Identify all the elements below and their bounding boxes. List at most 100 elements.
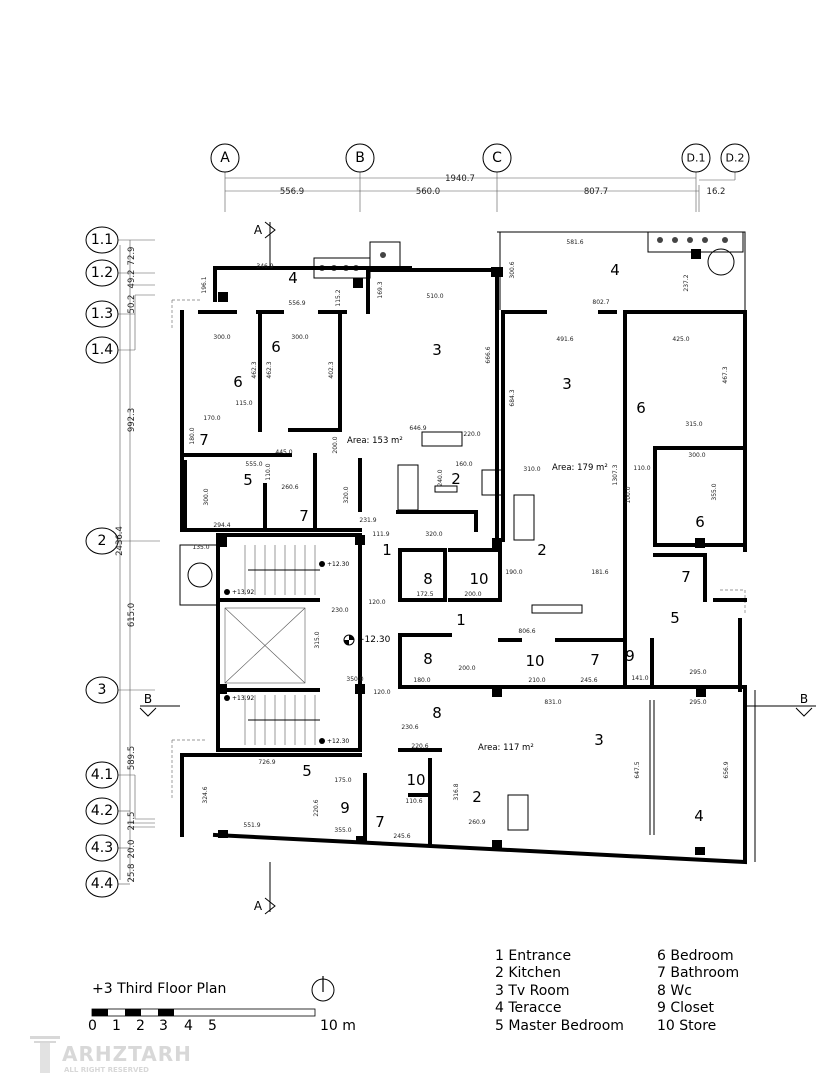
plan-label: 806.6 bbox=[518, 628, 535, 635]
plan-mark bbox=[85, 226, 119, 254]
plan-label: 10 bbox=[525, 652, 544, 670]
plan-label: 110.0 bbox=[633, 465, 650, 472]
plan-label: 8 Wc bbox=[657, 983, 692, 999]
plan-label: 220.6 bbox=[313, 799, 320, 816]
plan-label: 1307.3 bbox=[612, 464, 619, 485]
plan-label: 1 Entrance bbox=[495, 948, 571, 964]
plan-label: 3 bbox=[594, 731, 604, 749]
plan-label: 1940.7 bbox=[445, 174, 475, 184]
plan-mark bbox=[180, 688, 747, 865]
plan-label: 240.0 bbox=[437, 469, 444, 486]
plan-mark bbox=[171, 739, 205, 800]
plan-mark bbox=[85, 870, 119, 898]
plan-label: 324.6 bbox=[202, 786, 209, 803]
plan-label: +13.92 bbox=[232, 695, 254, 702]
plan-label: 320.0 bbox=[343, 486, 350, 503]
plan-label: 6 bbox=[695, 513, 705, 531]
plan-label: 7 bbox=[681, 568, 691, 586]
plan-label: 49.2 bbox=[127, 270, 137, 289]
plan-mark bbox=[216, 533, 362, 752]
plan-label: 260.9 bbox=[468, 819, 485, 826]
plan-label: 3 bbox=[98, 682, 107, 698]
plan-label: 2436.4 bbox=[115, 526, 125, 556]
plan-label: 110.6 bbox=[405, 798, 422, 805]
plan-label: B bbox=[144, 692, 152, 706]
plan-label: 230.0 bbox=[331, 607, 348, 614]
plan-label: 190.0 bbox=[505, 569, 522, 576]
plan-label: D.1 bbox=[687, 152, 706, 165]
column-bubbles: A B C D.1 D.2 bbox=[210, 143, 750, 173]
plan-label: 172.5 bbox=[416, 591, 433, 598]
walls bbox=[180, 266, 747, 865]
plan-mark bbox=[217, 684, 227, 694]
stairs-and-lift bbox=[224, 545, 320, 745]
plan-label: 2 bbox=[472, 788, 482, 806]
plan-label: 4 Teracce bbox=[495, 1000, 562, 1016]
plan-mark bbox=[497, 231, 746, 310]
plan-label: 3 bbox=[562, 375, 572, 393]
plan-label: 666.6 bbox=[485, 346, 492, 363]
plan-label: 300.6 bbox=[509, 261, 516, 278]
plan-mark bbox=[224, 545, 316, 745]
plan-mark bbox=[264, 221, 276, 239]
plan-label: 9 Closet bbox=[657, 1000, 714, 1016]
plan-label: 350.0 bbox=[346, 676, 363, 683]
plan-label: 9 bbox=[340, 799, 350, 817]
plan-label: 425.0 bbox=[672, 336, 689, 343]
plan-label: 551.9 bbox=[243, 822, 260, 829]
plan-mark bbox=[355, 535, 365, 545]
plan-label: 4 bbox=[694, 807, 704, 825]
plan-label: 7 bbox=[590, 651, 600, 669]
plan-label: 10 Store bbox=[657, 1018, 716, 1034]
plan-mark bbox=[356, 836, 366, 844]
plan-label: 6 bbox=[636, 399, 646, 417]
plan-mark bbox=[344, 635, 354, 645]
structural-columns bbox=[217, 249, 706, 855]
plan-mark bbox=[34, 1041, 56, 1043]
plan-label: 5 bbox=[302, 762, 312, 780]
plan-label: 5 bbox=[670, 609, 680, 627]
plan-mark bbox=[720, 589, 746, 615]
scale-bar: 0 1 2 3 4 5 10 m bbox=[88, 1008, 356, 1034]
plan-label: +12.30 bbox=[327, 561, 349, 568]
plan-label: 7 bbox=[375, 813, 385, 831]
plan-label: 2 bbox=[451, 470, 461, 488]
plan-mark bbox=[702, 237, 708, 243]
plan-label: 560.0 bbox=[416, 187, 440, 197]
plan-mark bbox=[355, 684, 365, 694]
plan-label: 1 bbox=[382, 541, 392, 559]
plan-label: 245.6 bbox=[580, 677, 597, 684]
plan-mark bbox=[180, 310, 347, 532]
plan-label: 320.0 bbox=[425, 531, 442, 538]
plan-label: 181.6 bbox=[591, 569, 608, 576]
plan-label: 160.0 bbox=[455, 461, 472, 468]
plan-label: 445.0 bbox=[275, 449, 292, 456]
plan-mark bbox=[531, 604, 583, 614]
plan-label: 315.0 bbox=[314, 631, 321, 648]
plan-label: 295.0 bbox=[689, 669, 706, 676]
plan-label: 647.5 bbox=[634, 761, 641, 778]
plan-mark bbox=[85, 761, 119, 789]
plan-mark bbox=[507, 794, 529, 831]
plan-label: 1 bbox=[456, 611, 466, 629]
plan-label: 135.0 bbox=[192, 544, 209, 551]
plan-label: 3 Tv Room bbox=[495, 983, 570, 999]
plan-mark bbox=[158, 1009, 174, 1016]
plan-mark bbox=[482, 143, 512, 173]
plan-mark bbox=[85, 259, 119, 287]
plan-label: 589.5 bbox=[127, 746, 137, 770]
watermark-logo: ARHZTARH ALL RIGHT RESERVED bbox=[30, 1036, 191, 1074]
plan-label: Area: 179 m² bbox=[552, 463, 608, 473]
plan-mark bbox=[398, 548, 502, 602]
plan-mark bbox=[696, 687, 706, 697]
plan-mark bbox=[217, 537, 227, 547]
plan-mark bbox=[380, 252, 386, 258]
plan-mark bbox=[85, 336, 119, 364]
plan-label: 2 bbox=[136, 1018, 145, 1034]
row-bubbles: 1.1 1.2 1.3 1.4 2 3 4.1 4.2 4.3 4.4 bbox=[85, 226, 119, 898]
plan-mark bbox=[85, 300, 119, 328]
plan-label: 1.3 bbox=[91, 306, 113, 322]
plan-mark bbox=[513, 494, 535, 541]
plan-mark bbox=[218, 292, 228, 302]
